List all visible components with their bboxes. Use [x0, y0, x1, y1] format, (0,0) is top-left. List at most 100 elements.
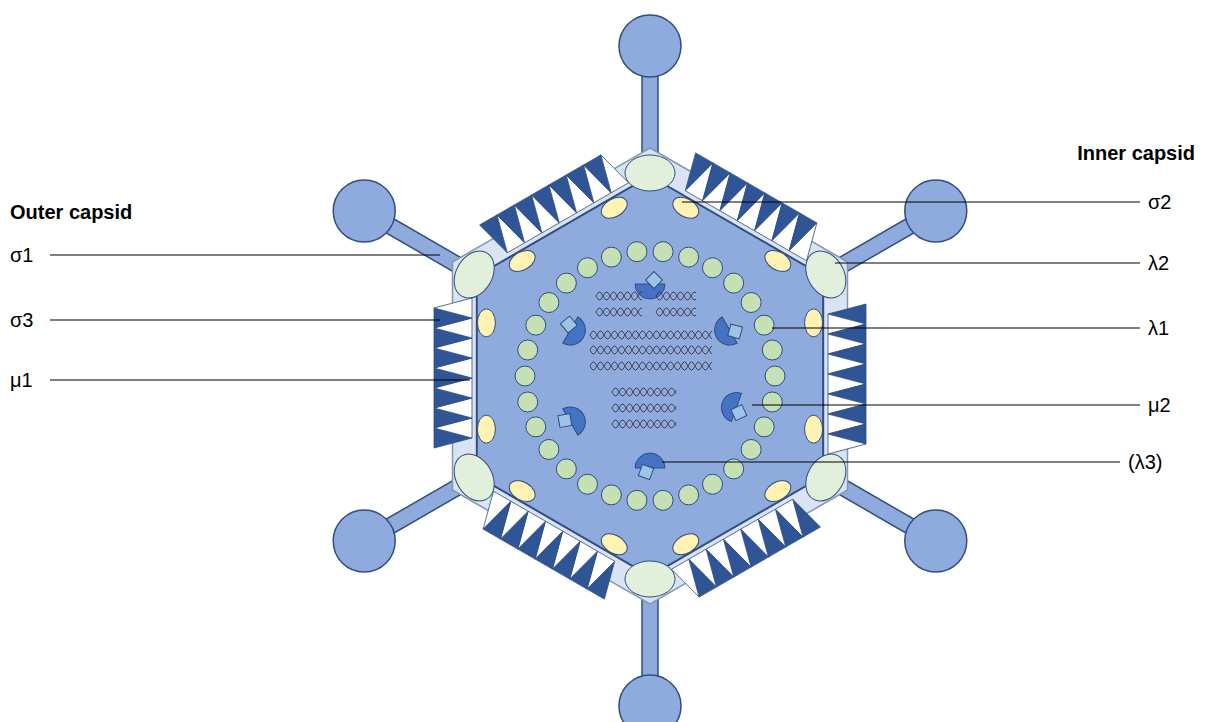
- group-heading: Inner capsid: [1077, 142, 1195, 164]
- lambda2-oval: [625, 155, 675, 191]
- sigma2-oval: [805, 415, 823, 443]
- lambda2-oval: [446, 447, 502, 508]
- sigma2-oval: [506, 246, 539, 276]
- lambda3-wedge: [635, 284, 665, 299]
- lambda2-oval: [446, 244, 502, 305]
- dsrna-strand: [590, 331, 712, 339]
- lambda1-subunit: [526, 417, 546, 437]
- lambda1-subunit: [741, 293, 761, 313]
- mu2-square: [646, 272, 663, 289]
- dsrna-strand: [656, 292, 696, 300]
- lambda2-ovals: [446, 155, 854, 597]
- outer-capsid-band: [453, 148, 848, 604]
- mu2-square: [558, 414, 572, 428]
- protein-label: λ2: [1148, 252, 1169, 274]
- sigma2-oval: [669, 529, 702, 559]
- protein-label: σ2: [1148, 191, 1171, 213]
- dsrna-strand: [612, 420, 676, 428]
- dsrna-strand: [590, 346, 712, 354]
- lambda1-subunit: [741, 439, 761, 459]
- lambda2-oval: [798, 244, 854, 305]
- polymerase-complex: [553, 311, 591, 350]
- polymerase-complex: [635, 272, 665, 299]
- lambda1-subunit: [762, 392, 782, 412]
- leader-line: [50, 319, 440, 320]
- mu1-triangle: [434, 298, 472, 318]
- protein-label: μ2: [1148, 394, 1171, 416]
- sigma2-oval: [669, 193, 702, 223]
- lambda1-subunit: [578, 474, 598, 494]
- spike-head: [619, 15, 681, 77]
- lambda1-subunit: [765, 366, 785, 386]
- sigma2-oval: [477, 309, 495, 337]
- mu2-square: [560, 316, 577, 333]
- dsrna-strand: [596, 292, 642, 300]
- dsrna-strand: [612, 420, 676, 428]
- leader-line: [772, 327, 1140, 328]
- mu1-triangle: [672, 559, 700, 597]
- dsrna-strand: [596, 292, 642, 300]
- sigma2-oval: [761, 476, 794, 506]
- lambda1-subunit: [703, 258, 723, 278]
- leader-line: [752, 404, 1140, 405]
- lambda1-subunit: [627, 242, 647, 262]
- sigma2-oval: [598, 193, 631, 223]
- group-heading: Outer capsid: [10, 201, 132, 223]
- dsrna-strand: [596, 308, 642, 316]
- lambda1-subunit: [539, 293, 559, 313]
- lambda1-subunit: [754, 417, 774, 437]
- dsrna-strand: [612, 404, 676, 412]
- protein-label: σ3: [10, 309, 33, 331]
- mu2-square: [638, 464, 653, 479]
- lambda1-subunit: [724, 273, 744, 293]
- dsrna-strand: [590, 331, 712, 339]
- dsrna-strand: [656, 292, 696, 300]
- sigma2-oval: [506, 476, 539, 506]
- lambda2-oval: [798, 447, 854, 508]
- protein-label: σ1: [10, 244, 33, 266]
- lambda1-subunit: [556, 273, 576, 293]
- spike-head: [619, 675, 681, 722]
- mu2-square: [728, 324, 743, 339]
- polymerase-complex: [553, 402, 591, 441]
- dsrna-genome: [590, 292, 712, 428]
- lambda1-subunit: [703, 474, 723, 494]
- lambda1-subunit: [578, 258, 598, 278]
- dsrna-strand: [656, 308, 696, 316]
- inner-capsid-core: [477, 176, 823, 576]
- protein-label: μ1: [10, 369, 33, 391]
- lambda1-subunit: [627, 490, 647, 510]
- leader-line: [835, 262, 1140, 263]
- lambda1-subunit: [601, 485, 621, 505]
- lambda1-subunit: [679, 247, 699, 267]
- leader-line: [682, 201, 1140, 202]
- mu1-triangle: [601, 155, 629, 193]
- lambda1-subunit: [653, 490, 673, 510]
- lambda1-ring: [515, 242, 785, 511]
- lambda1-subunit: [515, 366, 535, 386]
- lambda3-wedge: [635, 453, 665, 468]
- lambda2-oval: [625, 561, 675, 597]
- dsrna-strand: [590, 346, 712, 354]
- sigma1-spikes: [333, 15, 967, 722]
- lambda1-subunit: [518, 340, 538, 360]
- sigma2-oval: [477, 415, 495, 443]
- lambda1-subunit: [556, 459, 576, 479]
- lambda1-subunit: [526, 315, 546, 335]
- leader-line: [50, 379, 470, 380]
- lambda1-subunit: [601, 247, 621, 267]
- dsrna-strand: [656, 308, 696, 316]
- spike-head: [333, 510, 395, 572]
- lambda1-subunit: [539, 439, 559, 459]
- sigma3-mu1-triangles: [434, 153, 866, 599]
- protein-label: (λ3): [1128, 451, 1162, 473]
- leader-line: [50, 254, 440, 255]
- polymerase-complex: [709, 311, 748, 351]
- polymerase-complexes: [553, 272, 754, 480]
- lambda1-subunit: [754, 315, 774, 335]
- polymerase-complex: [717, 388, 753, 426]
- lambda1-subunit: [518, 392, 538, 412]
- dsrna-strand: [612, 388, 676, 396]
